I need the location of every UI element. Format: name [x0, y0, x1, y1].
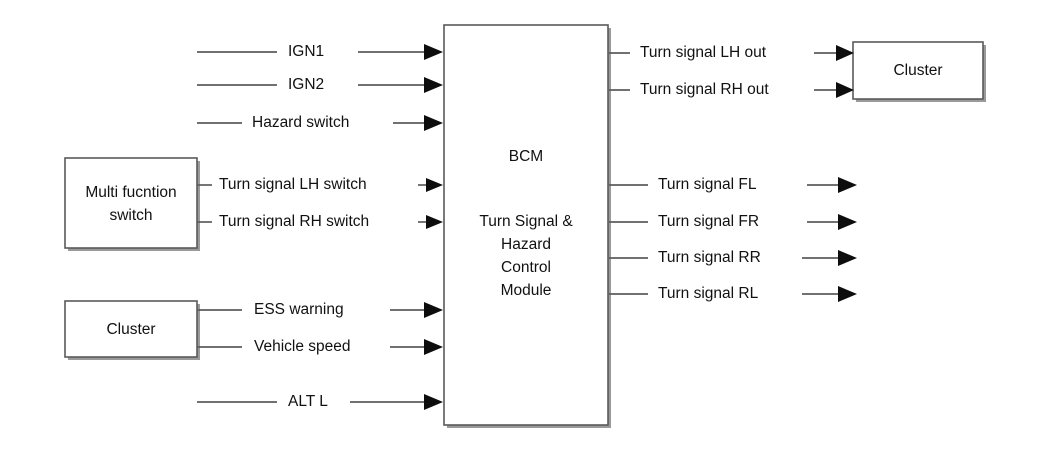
- bcm-block-outline: [443, 24, 609, 426]
- turn-signal-fl-label: Turn signal FL: [658, 176, 757, 193]
- bcm-block-label-line4: Control: [501, 259, 551, 276]
- turn-signal-rh-out-label: Turn signal RH out: [640, 81, 769, 98]
- cluster-output-outline: [852, 41, 984, 100]
- vehicle-speed-label: Vehicle speed: [254, 338, 351, 355]
- signal-row-turn-signal-rh-out[interactable]: Turn signal RH out: [609, 81, 854, 98]
- ign1-arrow-head-icon: [424, 44, 443, 60]
- signal-row-ign2[interactable]: IGN2: [197, 76, 443, 93]
- turn-signal-fr-label: Turn signal FR: [658, 213, 759, 230]
- hazard-switch-label: Hazard switch: [252, 114, 349, 131]
- turn-signal-rh-out-arrow-head-icon: [836, 82, 854, 98]
- signal-row-hazard-switch[interactable]: Hazard switch: [197, 114, 443, 131]
- turn-signal-lh-switch-label: Turn signal LH switch: [219, 176, 367, 193]
- hazard-switch-arrow-head-icon: [424, 115, 443, 131]
- signal-row-turn-signal-lh-switch[interactable]: Turn signal LH switch: [197, 176, 443, 193]
- turn-signal-lh-out-arrow-head-icon: [836, 45, 854, 61]
- signal-row-turn-signal-fr[interactable]: Turn signal FR: [609, 213, 857, 230]
- multi-function-switch-block[interactable]: Multi fucntion switch: [64, 157, 200, 251]
- turn-signal-fr-arrow-head-icon: [838, 214, 857, 230]
- alt-l-arrow-head-icon: [424, 394, 443, 410]
- cluster-input-label: Cluster: [106, 321, 155, 338]
- multi-function-switch-label-line1: Multi fucntion: [85, 184, 176, 201]
- turn-signal-rh-switch-label: Turn signal RH switch: [219, 213, 369, 230]
- signal-row-ess-warning[interactable]: ESS warning: [197, 301, 443, 318]
- ess-warning-label: ESS warning: [254, 301, 344, 318]
- bcm-block-label-line5: Module: [501, 282, 552, 299]
- cluster-output-block[interactable]: Cluster: [852, 41, 986, 102]
- bcm-block-label-line2: Turn Signal &: [479, 213, 573, 230]
- multi-function-switch-outline: [64, 157, 198, 249]
- signal-row-turn-signal-rr[interactable]: Turn signal RR: [609, 249, 857, 266]
- turn-signal-fl-arrow-head-icon: [838, 177, 857, 193]
- turn-signal-rl-arrow-head-icon: [838, 286, 857, 302]
- turn-signal-rr-label: Turn signal RR: [658, 249, 761, 266]
- ign2-label: IGN2: [288, 76, 324, 93]
- bcm-block[interactable]: BCM Turn Signal & Hazard Control Module: [443, 24, 611, 428]
- turn-signal-lh-switch-arrow-head-icon: [426, 178, 443, 192]
- cluster-output-label: Cluster: [893, 62, 942, 79]
- multi-function-switch-label-line2: switch: [109, 207, 152, 224]
- turn-signal-rl-label: Turn signal RL: [658, 285, 759, 302]
- turn-signal-rr-arrow-head-icon: [838, 250, 857, 266]
- signal-row-vehicle-speed[interactable]: Vehicle speed: [197, 338, 443, 355]
- vehicle-speed-arrow-head-icon: [424, 339, 443, 355]
- alt-l-label: ALT L: [288, 393, 328, 410]
- turn-signal-lh-out-label: Turn signal LH out: [640, 44, 767, 61]
- signal-row-ign1[interactable]: IGN1: [197, 43, 443, 60]
- bcm-block-label-line3: Hazard: [501, 236, 551, 253]
- ign2-arrow-head-icon: [424, 77, 443, 93]
- ign1-label: IGN1: [288, 43, 324, 60]
- cluster-input-outline: [64, 300, 198, 358]
- signal-row-alt-l[interactable]: ALT L: [197, 393, 443, 410]
- signal-row-turn-signal-rl[interactable]: Turn signal RL: [609, 285, 857, 302]
- cluster-input-block[interactable]: Cluster: [64, 300, 200, 360]
- ess-warning-arrow-head-icon: [424, 302, 443, 318]
- signal-row-turn-signal-rh-switch[interactable]: Turn signal RH switch: [197, 213, 443, 230]
- signal-row-turn-signal-fl[interactable]: Turn signal FL: [609, 176, 857, 193]
- signal-row-turn-signal-lh-out[interactable]: Turn signal LH out: [609, 44, 854, 61]
- bcm-block-label-line1: BCM: [509, 148, 543, 165]
- turn-signal-rh-switch-arrow-head-icon: [426, 215, 443, 229]
